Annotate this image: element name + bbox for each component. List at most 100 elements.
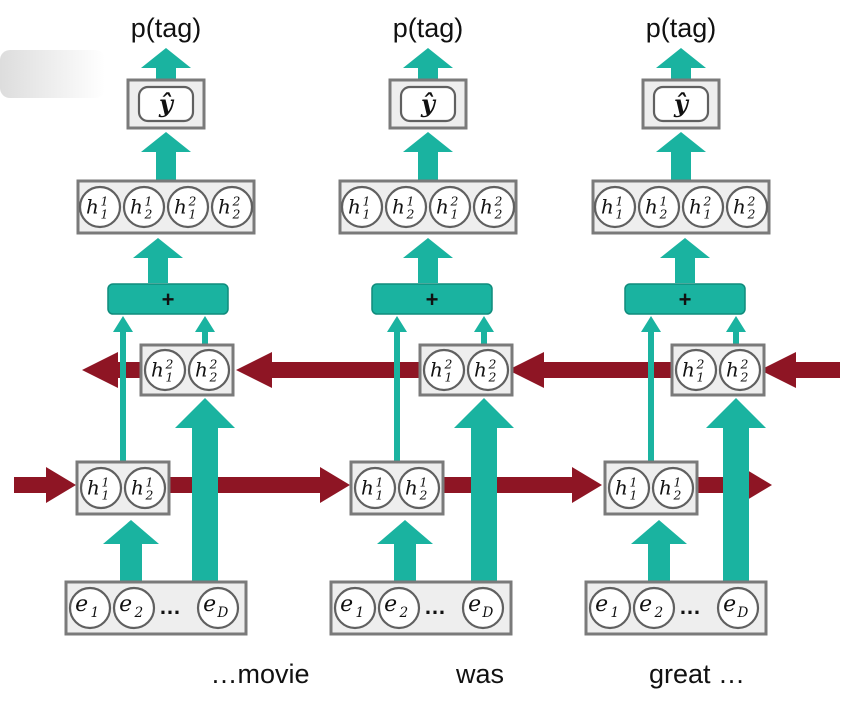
embedding-node-e1 xyxy=(588,586,632,630)
hidden-label-h12: h xyxy=(392,194,405,218)
hidden-label-h21: h xyxy=(174,194,187,218)
hidden-label-h12-sub: 2 xyxy=(672,488,681,503)
output-label: p(tag) xyxy=(131,13,202,43)
plus-to-concat-arrow xyxy=(403,238,453,283)
embedding-label-e2: e xyxy=(639,592,652,617)
thin-arrow-head xyxy=(113,316,133,332)
hidden-label-h22: h xyxy=(480,194,493,218)
hidden-label-h22-sub: 2 xyxy=(739,370,748,385)
embedding-label-eD-sub: D xyxy=(481,605,493,621)
output-node xyxy=(399,85,457,123)
embedding-label-eD: e xyxy=(203,592,216,617)
hidden-label-h11-sup: 1 xyxy=(615,193,623,208)
hidden-label-h12-sup: 1 xyxy=(673,474,681,489)
hidden-node-h21 xyxy=(422,348,466,392)
y-hat-label: ŷ xyxy=(420,89,437,118)
hidden-label-h22-sup: 2 xyxy=(493,193,502,208)
hidden-label-h11-sub: 1 xyxy=(629,488,637,503)
hidden-label-h11-sup: 1 xyxy=(101,474,109,489)
hidden-label-h21: h xyxy=(689,194,702,218)
hidden-node-h11 xyxy=(340,185,384,229)
embedding-node-e2 xyxy=(112,586,156,630)
embedding-label-e2: e xyxy=(119,592,132,617)
hidden-label-h22-sub: 2 xyxy=(208,370,217,385)
thin-arrow-head xyxy=(474,316,494,332)
embedding-node-eD xyxy=(716,586,760,630)
y-hat-label: ŷ xyxy=(158,89,175,118)
hidden-node-h22 xyxy=(210,185,254,229)
embedding-node-e1 xyxy=(333,586,377,630)
embedding-label-e2-sub: 2 xyxy=(654,605,664,621)
hidden-label-h21-sub: 1 xyxy=(450,207,458,222)
hidden-label-h21-sub: 1 xyxy=(165,370,173,385)
hidden-node-h22 xyxy=(725,185,769,229)
hidden-label-h22: h xyxy=(195,357,208,381)
hidden-label-h22-sup: 2 xyxy=(739,356,748,371)
embed-to-forward-arrow xyxy=(103,520,159,582)
hidden-label-h12: h xyxy=(659,475,672,499)
hidden-node-h11 xyxy=(353,466,397,510)
hidden-label-h11-sub: 1 xyxy=(375,488,383,503)
hidden-label-h22-sup: 2 xyxy=(746,193,755,208)
hidden-label-h21-sup: 2 xyxy=(187,193,196,208)
embed-to-backward-arrow xyxy=(706,398,766,582)
hidden-node-h22 xyxy=(718,348,762,392)
hidden-label-h12-sub: 2 xyxy=(144,488,153,503)
hidden-label-h21-sub: 1 xyxy=(703,207,711,222)
hidden-label-h11: h xyxy=(87,475,100,499)
embedding-label-eD: e xyxy=(468,592,481,617)
hidden-node-h11 xyxy=(607,466,651,510)
hidden-label-h21: h xyxy=(436,194,449,218)
plus-to-concat-arrow xyxy=(133,238,183,283)
embedding-label-e1-sub: 1 xyxy=(611,605,620,621)
thin-arrow-shaft xyxy=(394,330,400,468)
output-node xyxy=(137,85,195,123)
hidden-label-h22-sub: 2 xyxy=(231,207,240,222)
thin-arrow-shaft xyxy=(648,330,654,468)
hidden-node-h12 xyxy=(384,185,428,229)
hidden-label-h11-sup: 1 xyxy=(629,474,637,489)
hidden-label-h12: h xyxy=(131,475,144,499)
embedding-label-e1-sub: 1 xyxy=(91,605,100,621)
word-label: …movie xyxy=(210,659,309,689)
hidden-node-h11 xyxy=(593,185,637,229)
output-arrow xyxy=(403,48,453,80)
embedding-ellipsis: … xyxy=(159,594,181,619)
output-label: p(tag) xyxy=(393,13,464,43)
hidden-label-h11: h xyxy=(615,475,628,499)
embed-to-forward-arrow xyxy=(631,520,687,582)
hidden-label-h11: h xyxy=(86,194,99,218)
embedding-ellipsis: … xyxy=(424,594,446,619)
thin-arrow-head xyxy=(641,316,661,332)
hidden-label-h11-sub: 1 xyxy=(101,488,109,503)
hidden-label-h22: h xyxy=(218,194,231,218)
output-node xyxy=(652,85,710,123)
hidden-label-h22: h xyxy=(726,357,739,381)
hidden-node-h11 xyxy=(78,185,122,229)
word-label: was xyxy=(455,659,504,689)
hidden-label-h22-sub: 2 xyxy=(493,207,502,222)
hidden-label-h11: h xyxy=(601,194,614,218)
thin-arrow-shaft xyxy=(202,330,208,348)
embed-to-backward-arrow xyxy=(454,398,514,582)
backward-arrow xyxy=(82,352,148,388)
combine-box xyxy=(624,283,746,315)
hidden-label-h12-sup: 1 xyxy=(144,193,152,208)
hidden-node-h12 xyxy=(397,466,441,510)
embedding-label-e1: e xyxy=(75,592,88,617)
forward-arrow xyxy=(14,467,76,503)
hidden-label-h12: h xyxy=(405,475,418,499)
hidden-label-h12-sub: 2 xyxy=(143,207,152,222)
hidden-node-h22 xyxy=(466,348,510,392)
hidden-node-h21 xyxy=(681,185,725,229)
hidden-label-h11-sub: 1 xyxy=(100,207,108,222)
hidden-node-h21 xyxy=(428,185,472,229)
backward-arrow xyxy=(508,352,672,388)
embedding-node-e2 xyxy=(377,586,421,630)
hidden-node-h21 xyxy=(166,185,210,229)
hidden-label-h12-sup: 1 xyxy=(145,474,153,489)
